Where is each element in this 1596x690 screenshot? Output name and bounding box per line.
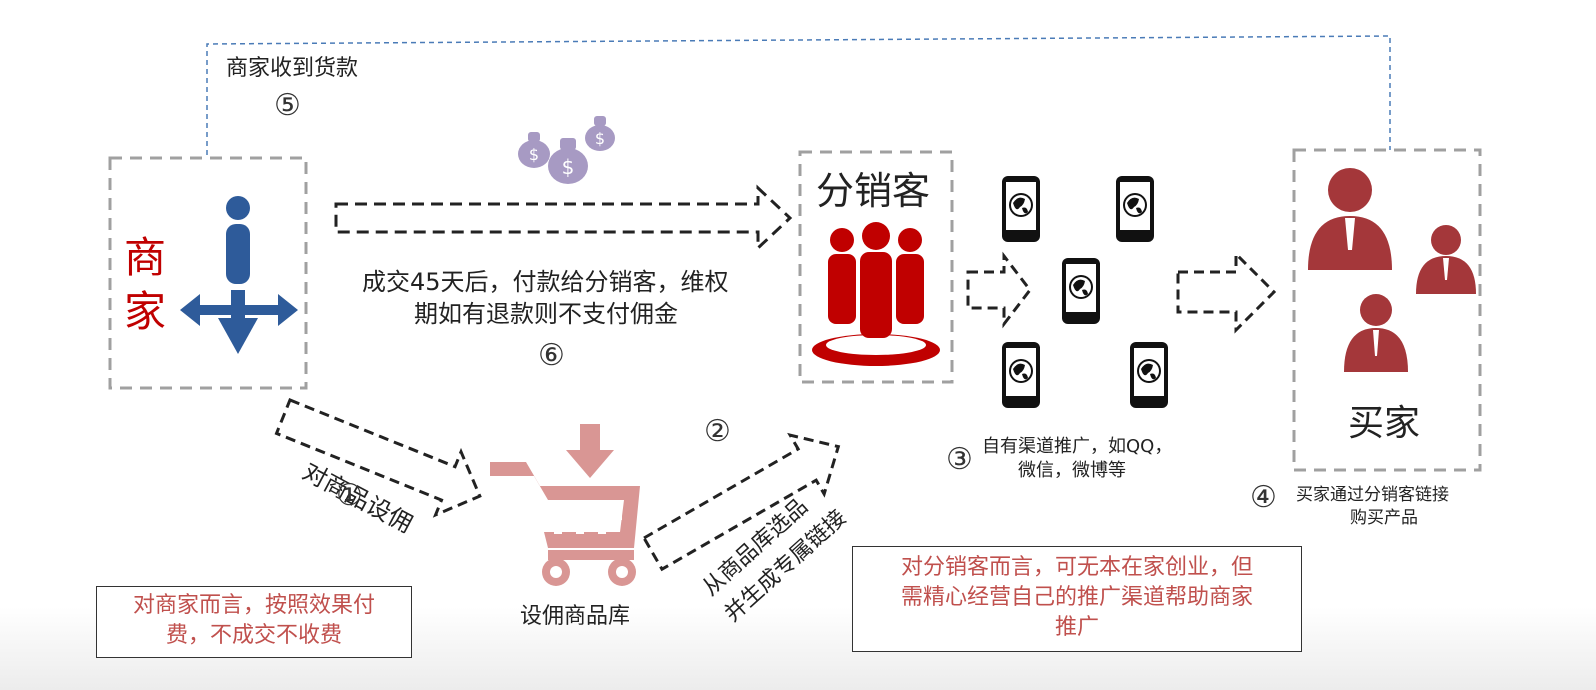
step-2-marker: ②	[704, 414, 731, 449]
svg-text:$: $	[529, 145, 539, 164]
distributor-label: 分销客	[816, 169, 931, 213]
step-4-marker: ④	[1250, 480, 1277, 515]
arrow-merchant-to-library	[274, 398, 482, 518]
money-bags-icon: $ $ $	[518, 116, 615, 184]
arrow-phones-to-buyer	[1176, 250, 1277, 334]
step-3-marker: ③	[946, 442, 973, 477]
merchant-note-line2: 费，不成交不收费	[165, 623, 342, 648]
merchant-note-line1: 对商家而言，按照效果付	[132, 593, 375, 618]
step-6-marker: ⑥	[538, 338, 565, 373]
step-1-marker: ①	[336, 478, 363, 513]
svg-text:$: $	[562, 155, 575, 179]
svg-text:$: $	[595, 129, 605, 148]
step-3-line2: 微信，微博等	[1018, 460, 1126, 481]
payment-received-label: 商家收到货款	[226, 56, 359, 81]
phone-icons	[1002, 176, 1168, 408]
distributor-group-icon	[812, 222, 940, 366]
arrow-merchant-to-distributor	[334, 184, 793, 252]
merchant-note-box: 对商家而言，按照效果付 费，不成交不收费	[96, 586, 412, 658]
buyer-people-icon	[1308, 168, 1476, 372]
settlement-line2: 期如有退款则不支付佣金	[414, 300, 678, 328]
distributor-note-line1: 对分销客而言，可无本在家创业，但	[900, 555, 1253, 580]
distributor-box	[798, 150, 954, 384]
merchant-label-line2: 家	[124, 287, 167, 336]
payment-return-path	[206, 35, 1391, 155]
shopping-cart-icon	[490, 424, 640, 586]
step-5-marker: ⑤	[274, 88, 301, 123]
distributor-note-line2: 需精心经营自己的推广渠道帮助商家	[900, 585, 1253, 610]
merchant-label-line1: 商	[124, 233, 167, 282]
step-4-line2: 购买产品	[1350, 508, 1418, 528]
merchant-person-icon	[180, 196, 298, 354]
step-4-line1: 买家通过分销客链接	[1296, 485, 1449, 505]
arrow-distributor-to-phones	[966, 251, 1032, 329]
step-3-line1: 自有渠道推广，如QQ，	[982, 436, 1173, 457]
merchant-box	[108, 156, 308, 390]
arrow-library-to-distributor	[641, 432, 841, 572]
settlement-line1: 成交45天后，付款给分销客，维权	[362, 268, 729, 296]
distributor-note-box: 对分销客而言，可无本在家创业，但 需精心经营自己的推广渠道帮助商家 推广	[852, 546, 1302, 652]
buyer-label: 买家	[1348, 403, 1421, 444]
library-label: 设佣商品库	[520, 604, 631, 629]
distributor-note-line3: 推广	[1054, 615, 1099, 640]
buyer-box	[1292, 148, 1482, 472]
